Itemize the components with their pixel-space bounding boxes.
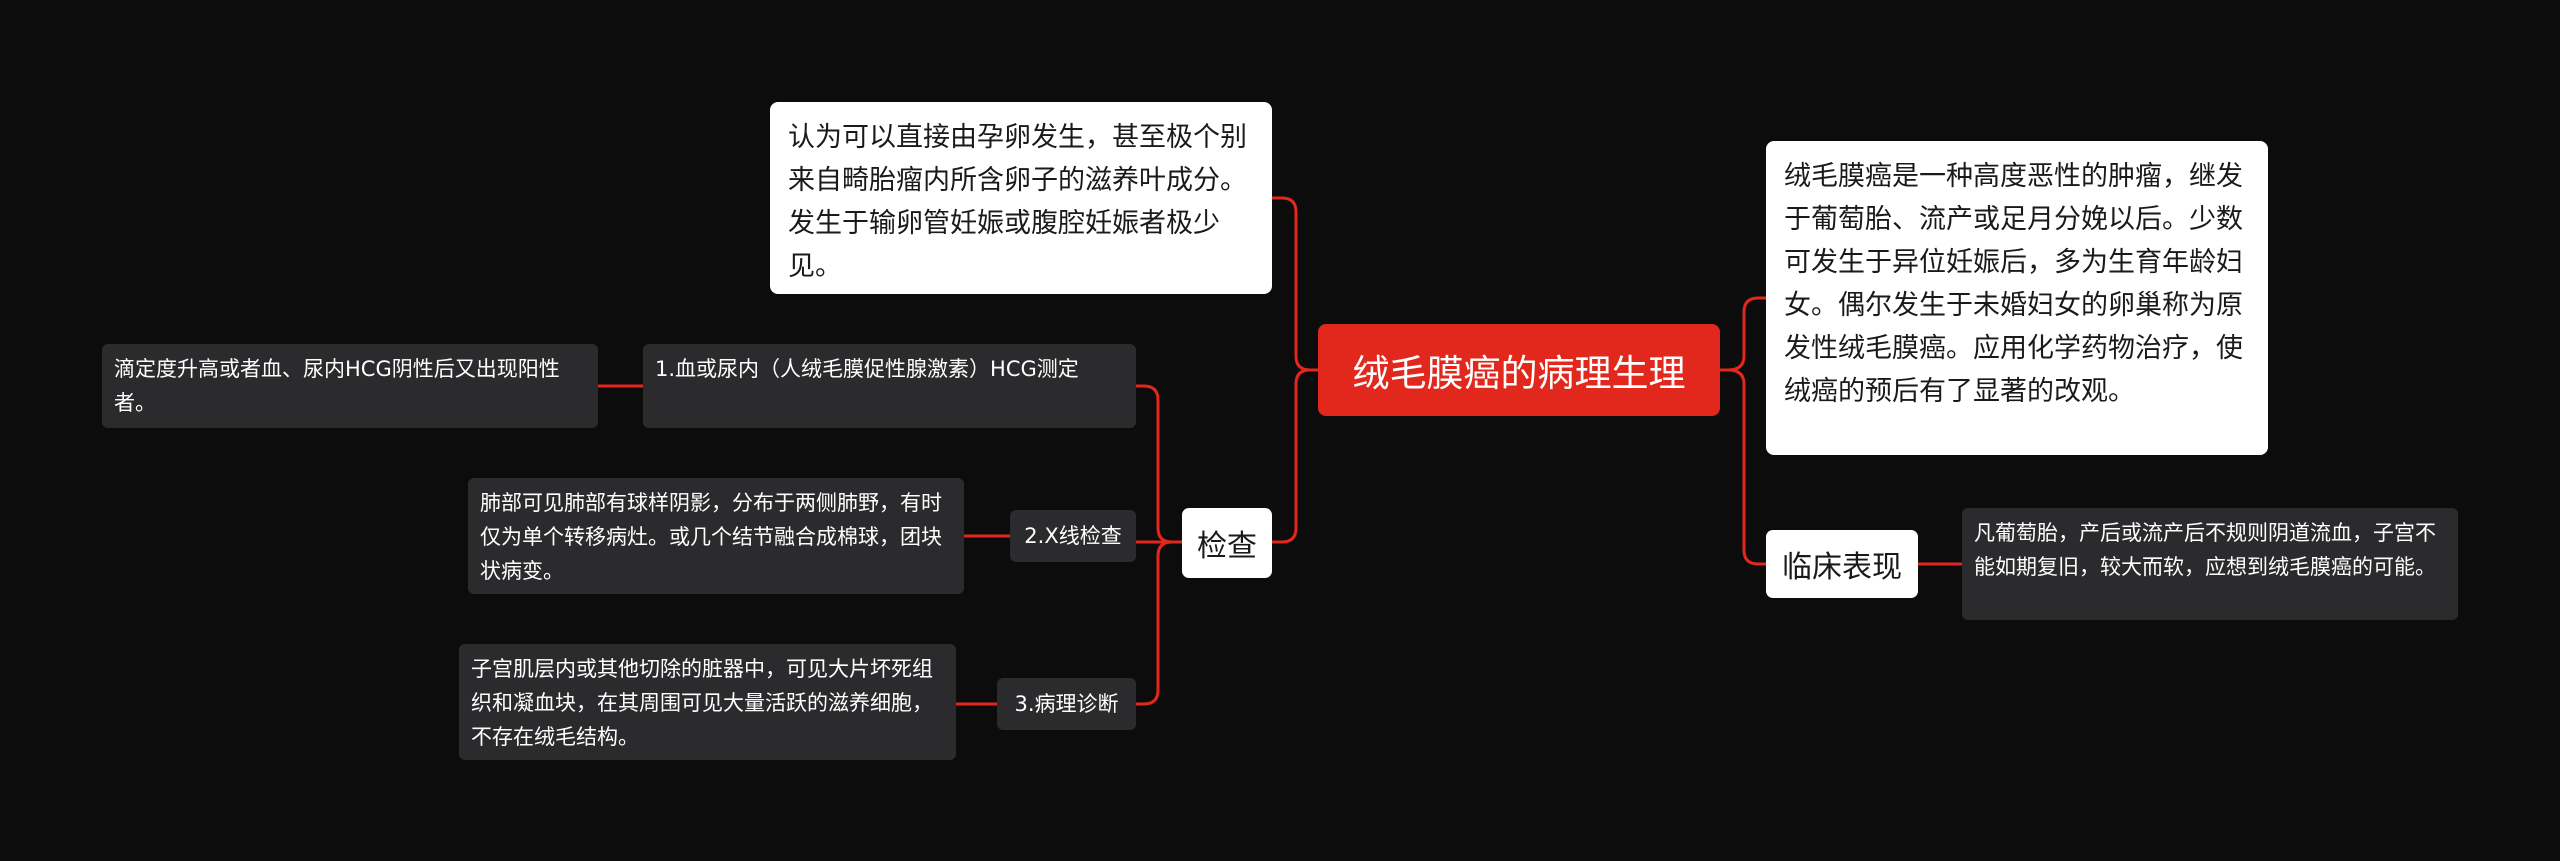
exam-item-2-detail-text: 肺部可见肺部有球样阴影，分布于两侧肺野，有时仅为单个转移病灶。或几个结节融合成棉… xyxy=(480,491,942,583)
exam-item-1-detail[interactable]: 滴定度升高或者血、尿内HCG阴性后又出现阳性者。 xyxy=(102,344,598,428)
overview-text: 绒毛膜癌是一种高度恶性的肿瘤，继发于葡萄胎、流产或足月分娩以后。少数可发生于异位… xyxy=(1784,161,2243,407)
root-topic[interactable]: 绒毛膜癌的病理生理 xyxy=(1318,324,1720,416)
clinical-detail[interactable]: 凡葡萄胎，产后或流产后不规则阴道流血，子宫不能如期复旧，较大而软，应想到绒毛膜癌… xyxy=(1962,508,2458,620)
exam-item-3-detail[interactable]: 子宫肌层内或其他切除的脏器中，可见大片坏死组织和凝血块，在其周围可见大量活跃的滋… xyxy=(459,644,956,760)
root-title: 绒毛膜癌的病理生理 xyxy=(1352,352,1686,395)
exam-item-2[interactable]: 2.X线检查 xyxy=(1010,510,1136,562)
link-exam-item1 xyxy=(1136,384,1182,544)
exam-topic[interactable]: 检查 xyxy=(1182,508,1272,578)
link-root-overview xyxy=(1720,296,1766,372)
exam-item-2-label: 2.X线检查 xyxy=(1024,524,1122,548)
clinical-topic[interactable]: 临床表现 xyxy=(1766,530,1918,598)
exam-item-3-label: 3.病理诊断 xyxy=(1014,692,1119,716)
exam-item-3[interactable]: 3.病理诊断 xyxy=(997,678,1136,730)
clinical-label: 临床表现 xyxy=(1782,550,1902,585)
link-root-origin xyxy=(1272,196,1318,372)
link-exam-item3 xyxy=(1136,540,1182,706)
exam-item-3-detail-text: 子宫肌层内或其他切除的脏器中，可见大片坏死组织和凝血块，在其周围可见大量活跃的滋… xyxy=(471,657,933,749)
exam-item-1[interactable]: 1.血或尿内（人绒毛膜促性腺激素）HCG测定 xyxy=(643,344,1136,428)
origin-note-text: 认为可以直接由孕卵发生，甚至极个别来自畸胎瘤内所含卵子的滋养叶成分。发生于输卵管… xyxy=(788,122,1247,282)
exam-item-1-detail-text: 滴定度升高或者血、尿内HCG阴性后又出现阳性者。 xyxy=(114,357,560,415)
overview-card[interactable]: 绒毛膜癌是一种高度恶性的肿瘤，继发于葡萄胎、流产或足月分娩以后。少数可发生于异位… xyxy=(1766,141,2268,455)
origin-note-card[interactable]: 认为可以直接由孕卵发生，甚至极个别来自畸胎瘤内所含卵子的滋养叶成分。发生于输卵管… xyxy=(770,102,1272,294)
clinical-detail-text: 凡葡萄胎，产后或流产后不规则阴道流血，子宫不能如期复旧，较大而软，应想到绒毛膜癌… xyxy=(1974,521,2436,579)
exam-item-1-label: 1.血或尿内（人绒毛膜促性腺激素）HCG测定 xyxy=(655,357,1079,381)
exam-label: 检查 xyxy=(1197,529,1257,564)
link-root-exam xyxy=(1272,368,1318,544)
exam-item-2-detail[interactable]: 肺部可见肺部有球样阴影，分布于两侧肺野，有时仅为单个转移病灶。或几个结节融合成棉… xyxy=(468,478,964,594)
link-root-clinical xyxy=(1720,368,1766,566)
